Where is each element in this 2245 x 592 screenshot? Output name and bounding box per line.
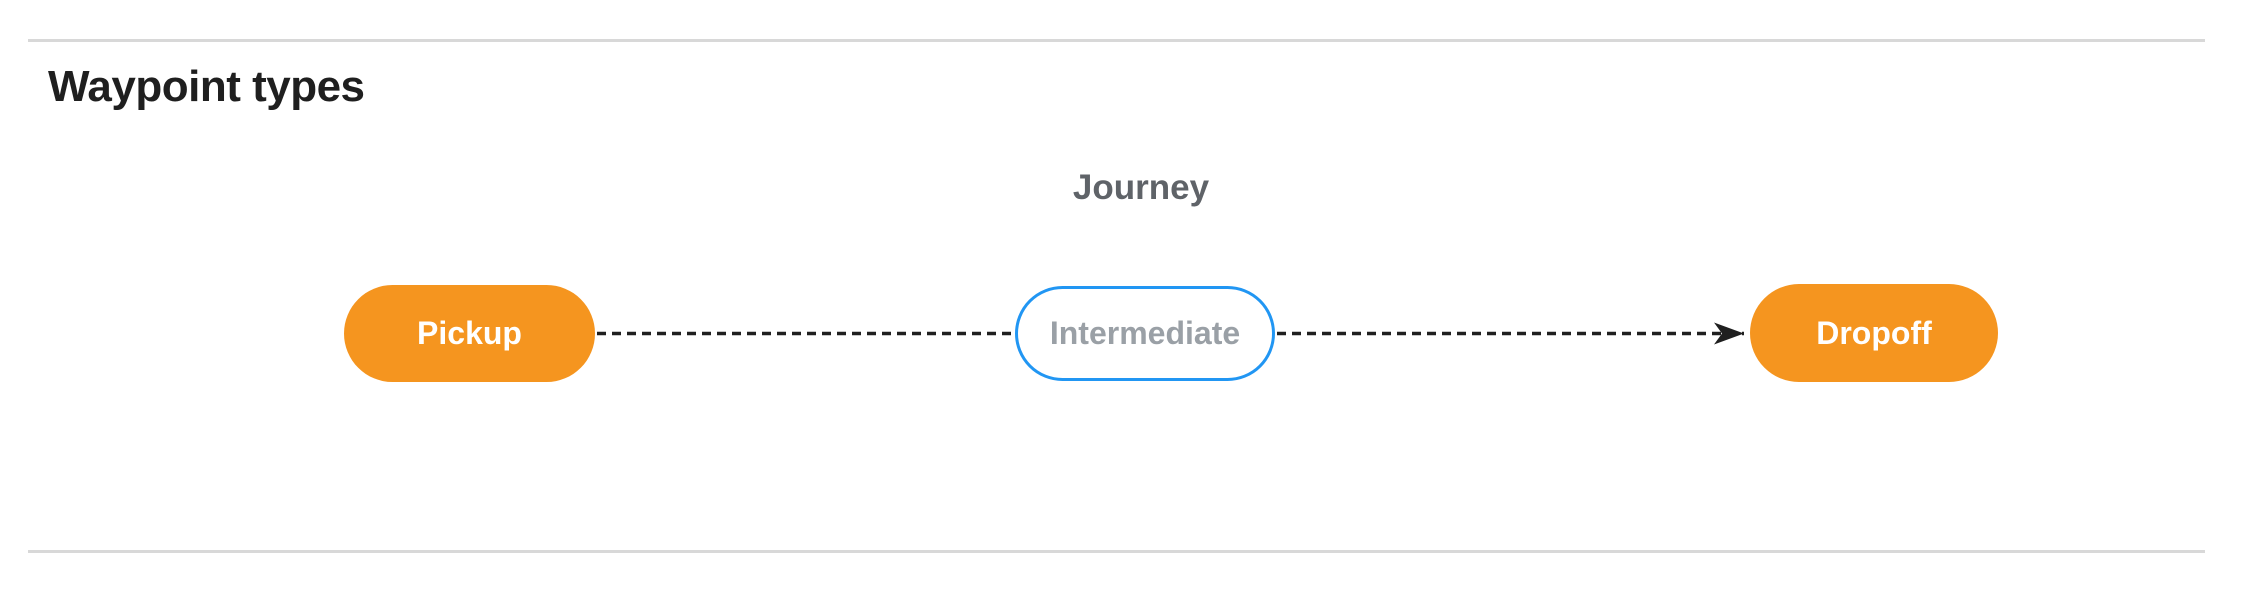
node-intermediate-label: Intermediate xyxy=(1049,315,1241,351)
node-pickup: Pickup xyxy=(344,285,595,382)
journey-group-label: Journey xyxy=(1072,168,1210,207)
node-dropoff-label: Dropoff xyxy=(1816,314,1932,351)
node-dropoff: Dropoff xyxy=(1750,284,1998,382)
top-divider xyxy=(28,39,2205,42)
bottom-divider xyxy=(28,550,2205,553)
node-intermediate: Intermediate xyxy=(1015,286,1275,381)
section-heading: Waypoint types xyxy=(48,62,365,111)
node-pickup-label: Pickup xyxy=(417,315,522,351)
